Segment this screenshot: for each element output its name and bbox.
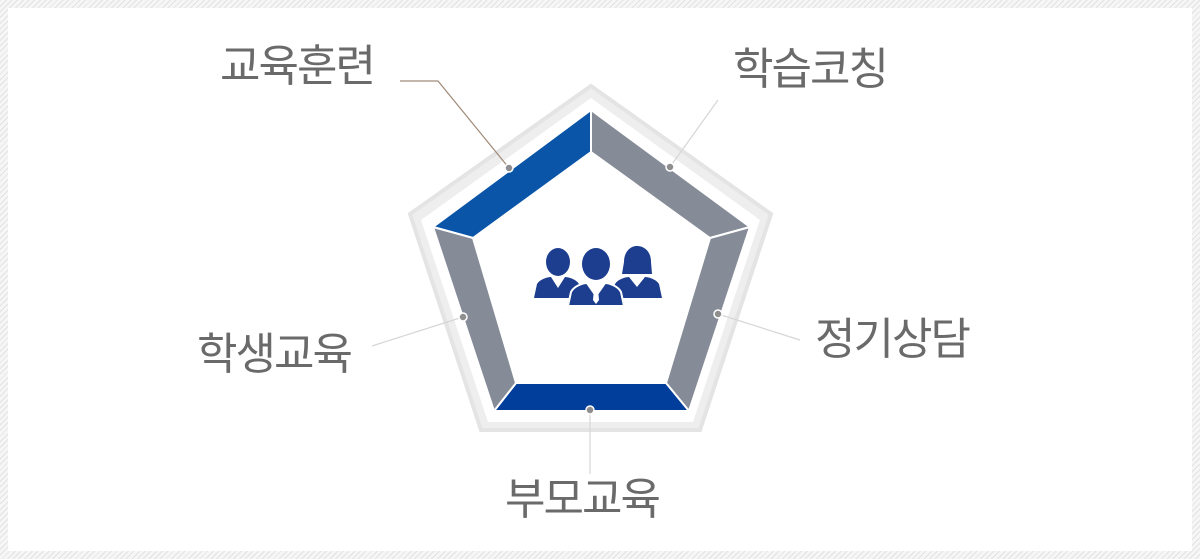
leader-line-training — [400, 80, 510, 169]
leader-line-student — [371, 316, 464, 347]
people-group-icon — [534, 246, 662, 307]
dot-training — [504, 163, 514, 173]
label-student-education: 학생교육 — [197, 329, 353, 380]
leader-line-coaching — [669, 99, 719, 168]
label-regular-counseling: 정기상담 — [815, 314, 971, 365]
leader-line-counseling — [717, 313, 801, 341]
dot-student — [458, 312, 468, 322]
label-parent-education: 부모교육 — [505, 474, 661, 525]
label-coaching: 학습코칭 — [733, 44, 889, 95]
dot-coaching — [665, 162, 675, 172]
dot-parent — [585, 405, 595, 415]
label-training: 교육훈련 — [220, 41, 376, 92]
dot-counseling — [713, 309, 723, 319]
